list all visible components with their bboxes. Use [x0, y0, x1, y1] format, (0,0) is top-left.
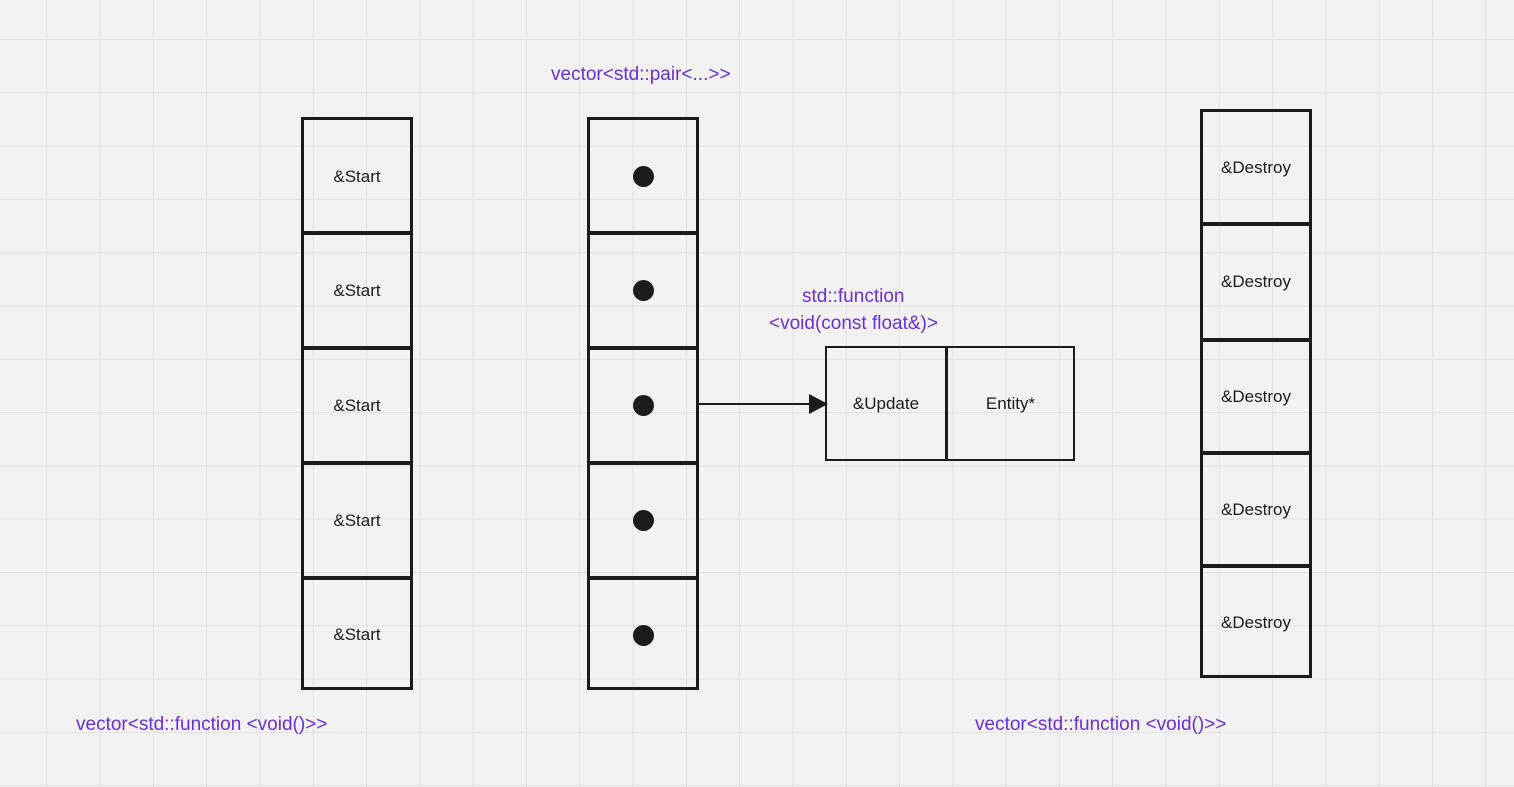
start-vector: &Start &Start &Start &Start &Start: [301, 117, 413, 690]
pair-vector: [587, 117, 699, 690]
start-cell-label: &Start: [333, 280, 381, 300]
right-vector-label: vector<std::function <void()>>: [975, 714, 1227, 735]
destroy-cell-label: &Destroy: [1221, 613, 1291, 632]
update-function-part: &Update: [827, 348, 948, 459]
pair-element-box: &Update Entity*: [825, 346, 1075, 461]
function-type-label-line2: <void(const float&)>: [769, 313, 938, 334]
start-cell: &Start: [304, 346, 410, 461]
destroy-cell: &Destroy: [1203, 222, 1309, 338]
entity-pointer-label: Entity*: [985, 393, 1036, 413]
pair-cell: [590, 576, 696, 690]
start-cell: &Start: [304, 120, 410, 233]
start-cell: &Start: [304, 461, 410, 576]
pair-cell: [590, 120, 696, 233]
function-type-label-line1: std::function: [802, 286, 905, 307]
entity-pointer-part: Entity*: [948, 348, 1073, 459]
destroy-cell: &Destroy: [1203, 338, 1309, 451]
update-function-label: &Update: [852, 393, 920, 413]
pair-cell: [590, 461, 696, 576]
start-cell-label: &Start: [333, 625, 381, 644]
pointer-dot-icon: [632, 166, 654, 187]
left-vector-label: vector<std::function <void()>>: [76, 714, 328, 735]
destroy-cell: &Destroy: [1203, 112, 1309, 224]
destroy-cell-label: &Destroy: [1221, 386, 1291, 406]
start-cell-label: &Start: [333, 510, 381, 530]
destroy-cell: &Destroy: [1203, 564, 1309, 678]
destroy-cell-label: &Destroy: [1221, 272, 1291, 291]
destroy-cell-label: &Destroy: [1221, 499, 1291, 519]
start-cell-label: &Start: [333, 166, 381, 186]
pointer-dot-icon: [632, 510, 654, 531]
pair-cell: [590, 346, 696, 461]
destroy-vector: &Destroy &Destroy &Destroy &Destroy &Des…: [1200, 109, 1312, 678]
start-cell: &Start: [304, 576, 410, 690]
destroy-cell-label: &Destroy: [1221, 158, 1291, 177]
pair-cell: [590, 231, 696, 346]
start-cell: &Start: [304, 231, 410, 346]
pointer-dot-icon: [632, 624, 654, 646]
pointer-dot-icon: [632, 280, 654, 301]
start-cell-label: &Start: [333, 395, 381, 415]
pointer-dot-icon: [632, 395, 654, 416]
destroy-cell: &Destroy: [1203, 451, 1309, 564]
middle-vector-label: vector<std::pair<...>>: [551, 64, 731, 85]
